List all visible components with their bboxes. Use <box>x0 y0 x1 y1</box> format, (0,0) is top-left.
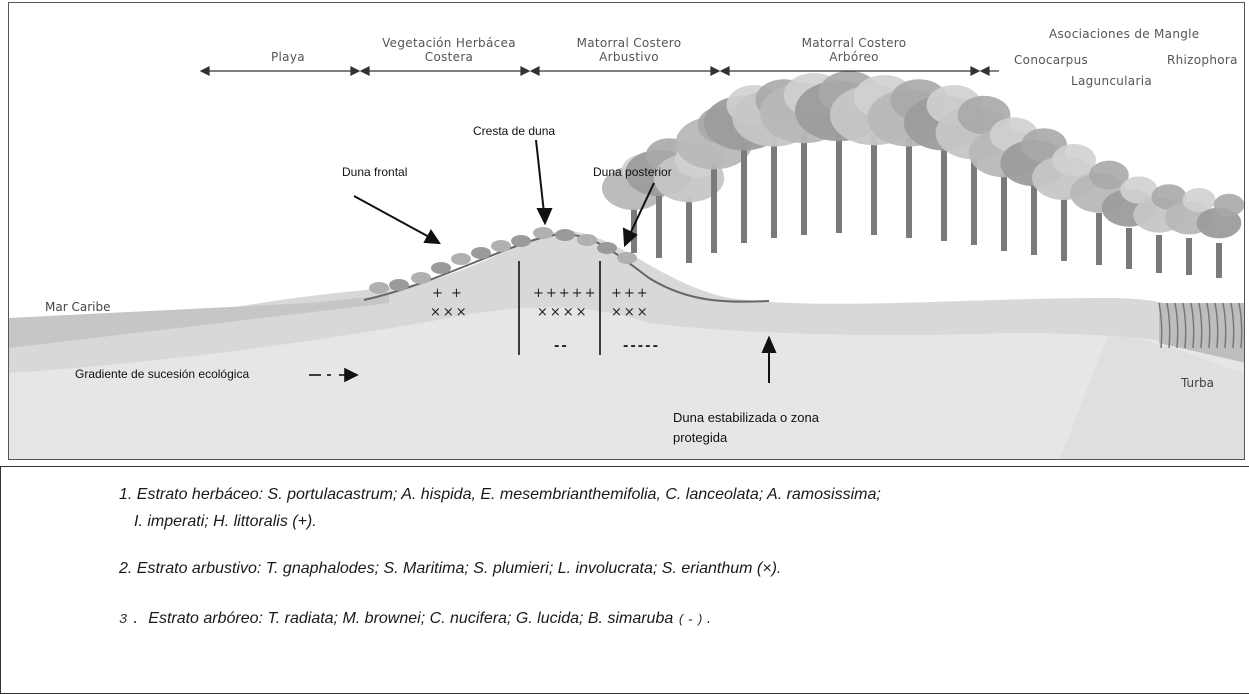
legend-item-2: 2. Estrato arbustivo: T. gnaphalodes; S.… <box>119 560 782 577</box>
shrub <box>533 227 553 239</box>
tree-trunk <box>1001 173 1007 251</box>
profile-illustration <box>9 66 1244 459</box>
legend-item-1-line-1: 1. Estrato herbáceo: S. portulacastrum; … <box>119 486 881 503</box>
shrub <box>389 279 409 291</box>
symbols-col1-x: ××× <box>430 305 469 320</box>
shrub <box>491 240 511 252</box>
label-cresta-de-duna: Cresta de duna <box>473 124 556 138</box>
tree-canopy <box>1182 188 1216 212</box>
tree-canopy <box>1089 160 1129 190</box>
label-duna-estabilizada-2: protegida <box>673 430 728 445</box>
tree-trunk <box>971 153 977 245</box>
label-gradiente: Gradiente de sucesión ecológica <box>75 367 250 381</box>
annotation-arrows <box>353 139 777 383</box>
shrub <box>577 234 597 246</box>
sea-surface <box>9 295 389 348</box>
symbols-col2-plus: +++++ <box>533 286 598 301</box>
tree-canopy <box>1052 144 1096 176</box>
shrub <box>369 282 389 294</box>
mangle-species-conocarpus: Conocarpus <box>1014 53 1089 67</box>
shrub <box>597 242 617 254</box>
shrub <box>511 235 531 247</box>
label-turba: Turba <box>1181 376 1215 390</box>
tree-trunk <box>686 198 692 263</box>
mangrove-root <box>1166 302 1171 349</box>
tree-trunk <box>1216 243 1222 278</box>
mangrove-root <box>1230 302 1235 349</box>
shrub <box>471 247 491 259</box>
coastal-profile-diagram: Playa Vegetación Herbácea Costera Matorr… <box>8 2 1245 460</box>
turba-layer <box>1059 333 1244 459</box>
symbols-col3-dash: ----- <box>623 339 660 354</box>
legend-item-3-symbol: (-). <box>677 613 715 627</box>
mangrove-root <box>1190 302 1195 349</box>
zone-label-arbustivo: Matorral Costero Arbustivo <box>576 36 682 64</box>
tree-trunk <box>1096 213 1102 265</box>
mangrove-root <box>1214 302 1219 349</box>
legend-item-3: 3. Estrato arbóreo: T. radiata; M. brown… <box>119 605 715 634</box>
tree-trunk <box>1156 235 1162 273</box>
tree-trunk <box>1126 228 1132 269</box>
legend-item-3-text: Estrato arbóreo: T. radiata; M. brownei;… <box>148 610 674 627</box>
tree-trunk <box>1061 198 1067 261</box>
label-duna-frontal: Duna frontal <box>342 165 408 179</box>
tree-trunk <box>711 163 717 253</box>
tree-trunk <box>906 138 912 238</box>
zone-label-herbacea: Vegetación Herbácea Costera <box>382 36 516 64</box>
label-mar-caribe: Mar Caribe <box>45 300 111 314</box>
divider-lines <box>518 261 601 355</box>
mangrove-root <box>1174 302 1179 349</box>
trees-group <box>602 71 1244 349</box>
mangrove-root <box>1238 302 1243 349</box>
mangle-species-rhizophora: Rhizophora <box>1167 53 1238 67</box>
mangrove-root <box>1182 302 1187 349</box>
sand-layer <box>9 230 1244 373</box>
mangle-species-laguncularia: Laguncularia <box>1071 74 1152 88</box>
shrub <box>411 272 431 284</box>
tree-trunk <box>871 135 877 235</box>
vegetation-group <box>369 227 637 294</box>
symbols-col3-plus: +++ <box>611 286 650 301</box>
deep-soil-layer <box>9 237 1244 459</box>
gradient-arrow <box>309 367 359 383</box>
legend-item-3-number: 3. <box>119 612 144 628</box>
tree-trunk <box>1186 238 1192 275</box>
tree-trunk <box>656 193 662 258</box>
label-duna-estabilizada-1: Duna estabilizada o zona <box>673 410 819 425</box>
shrub <box>555 229 575 241</box>
symbols-col3-x: ××× <box>611 305 650 320</box>
shrub <box>451 253 471 265</box>
zone-label-arboreo: Matorral Costero Arbóreo <box>801 36 907 64</box>
tree-canopy <box>1213 193 1244 217</box>
mangrove-root <box>1198 302 1203 349</box>
tree-trunk <box>836 131 842 233</box>
tree-trunk <box>631 208 637 253</box>
tree-trunk <box>741 143 747 243</box>
species-legend: 1. Estrato herbáceo: S. portulacastrum; … <box>0 466 1249 694</box>
symbols-col2-x: ×××× <box>537 305 589 320</box>
mangrove-root <box>1222 302 1227 349</box>
mangrove-root <box>1206 302 1211 349</box>
symbols-col1-plus: + + <box>432 286 464 301</box>
tree-canopy <box>1120 176 1158 204</box>
zone-arrows <box>199 66 999 76</box>
tree-canopy <box>1151 184 1187 210</box>
tree-trunk <box>941 143 947 241</box>
legend-item-1-line-2: I. imperati; H. littoralis (+). <box>134 513 317 530</box>
tree-trunk <box>1031 183 1037 255</box>
tree-trunk <box>801 133 807 235</box>
label-duna-posterior: Duna posterior <box>593 165 672 179</box>
shrub <box>431 262 451 274</box>
tree-trunk <box>771 138 777 238</box>
shrub <box>617 252 637 264</box>
mangrove-root <box>1158 302 1163 349</box>
symbols-col2-dash: -- <box>554 339 569 354</box>
zone-label-mangle: Asociaciones de Mangle <box>1049 27 1200 41</box>
zone-label-playa: Playa <box>271 50 305 64</box>
